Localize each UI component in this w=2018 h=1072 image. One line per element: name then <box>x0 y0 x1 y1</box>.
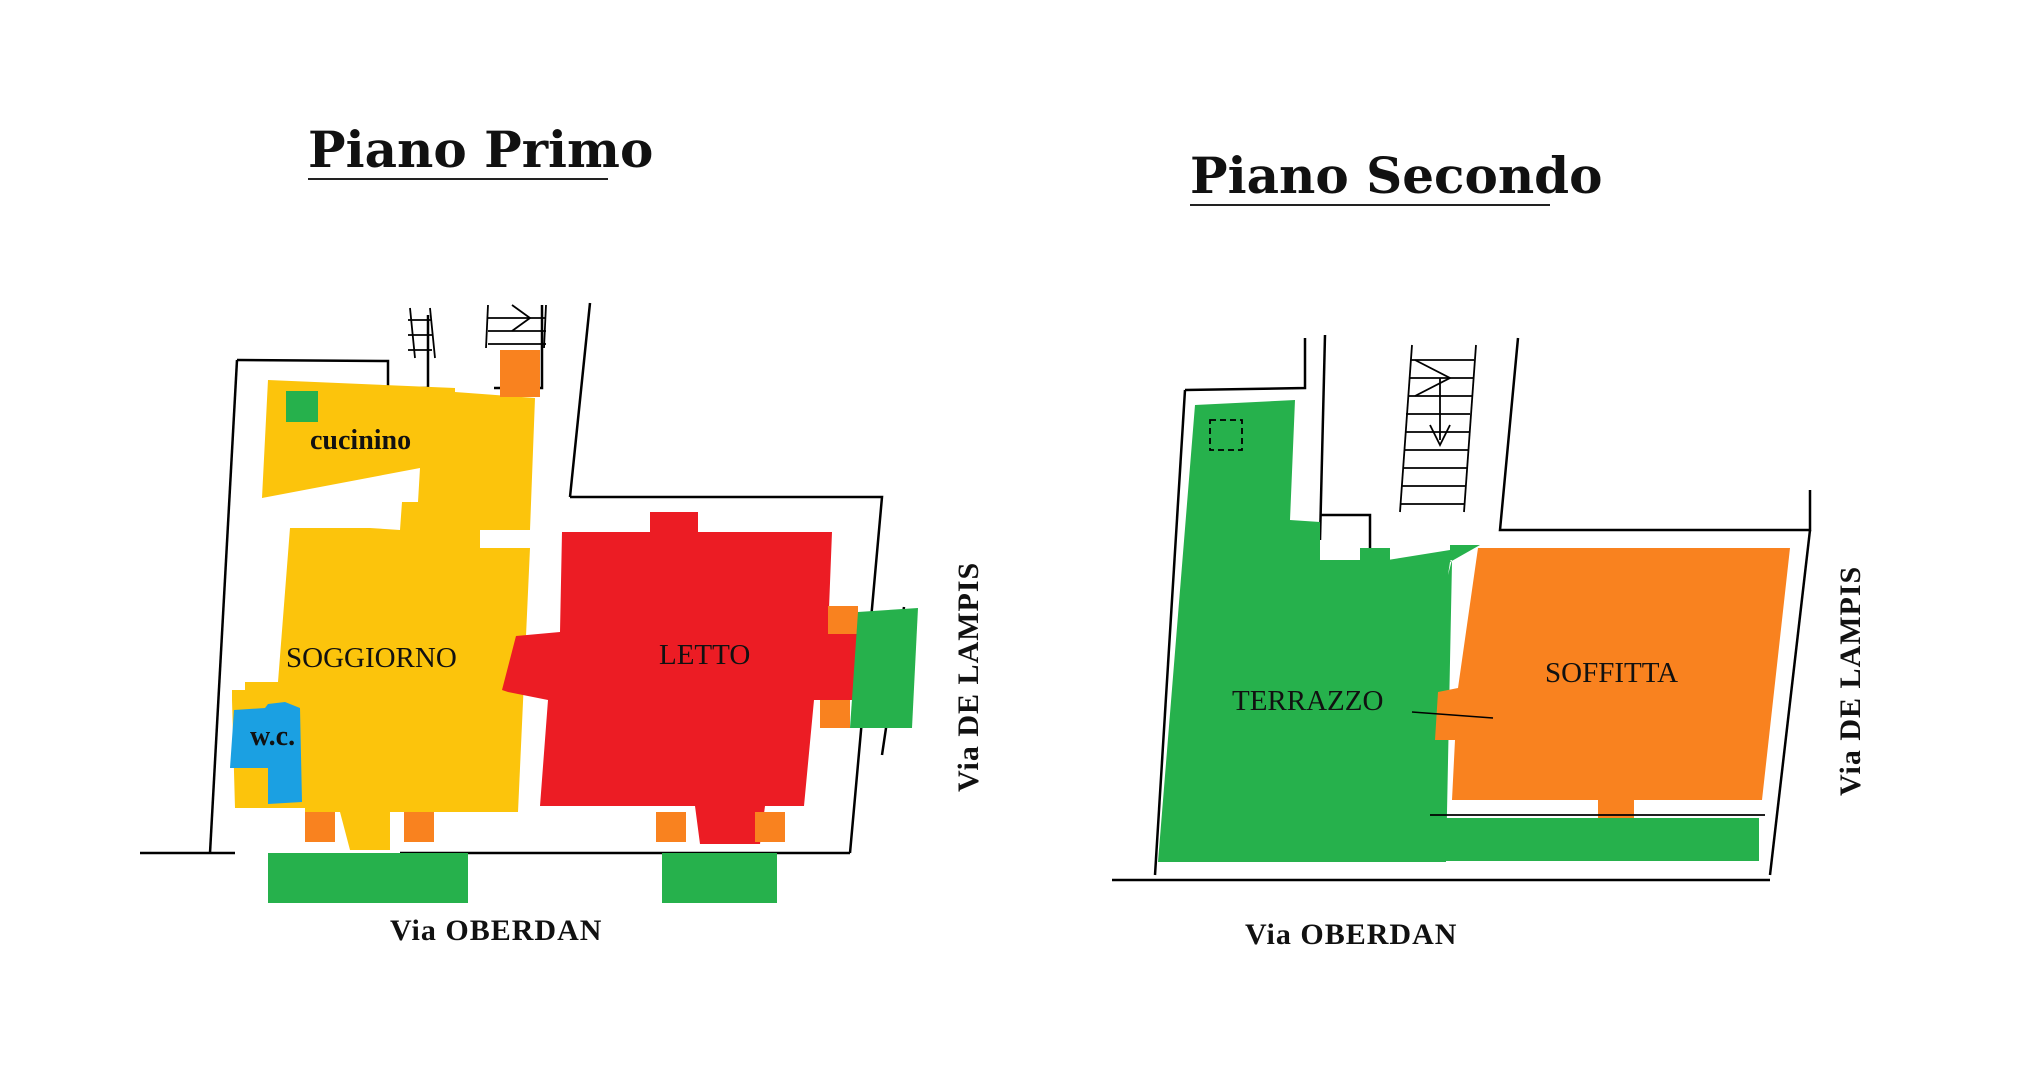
staircase <box>1399 344 1477 513</box>
label-bedroom: LETTO <box>659 639 750 671</box>
street-right: Via DE LAMPIS <box>1834 566 1867 796</box>
plan-title: Piano Secondo <box>1190 146 1602 205</box>
room-terrace <box>1158 400 1480 862</box>
balcony-attic <box>1445 818 1759 861</box>
label-leader <box>1411 711 1494 719</box>
chimney-dashed <box>1209 419 1243 451</box>
balcony-side <box>850 608 918 728</box>
staircase <box>408 304 547 359</box>
plan-title: Piano Primo <box>308 120 653 179</box>
label-kitchen: cucinino <box>310 425 411 456</box>
kitchen-chimney <box>286 391 318 422</box>
street-bottom: Via OBERDAN <box>390 914 602 947</box>
balcony-bedroom <box>662 853 777 903</box>
room-attic <box>1435 548 1790 818</box>
terrace-extension <box>1375 550 1450 562</box>
street-right: Via DE LAMPIS <box>952 562 985 792</box>
label-terrace: TERRAZZO <box>1232 685 1383 717</box>
plan-first-floor: Piano Primo <box>140 120 985 947</box>
balcony-living <box>268 853 468 903</box>
label-attic: SOFFITTA <box>1545 657 1678 689</box>
label-living: SOGGIORNO <box>286 642 457 674</box>
street-bottom: Via OBERDAN <box>1245 918 1457 951</box>
room-living-kitchen <box>232 380 535 850</box>
room-bedroom <box>502 512 858 844</box>
label-bathroom: w.c. <box>250 721 295 752</box>
plan-second-floor: Piano Secondo <box>1112 146 1867 951</box>
flue-stairs <box>500 350 540 397</box>
building-walls <box>1112 334 1812 882</box>
flues <box>305 606 858 842</box>
room-bathroom <box>230 702 302 804</box>
balconies <box>268 608 918 903</box>
